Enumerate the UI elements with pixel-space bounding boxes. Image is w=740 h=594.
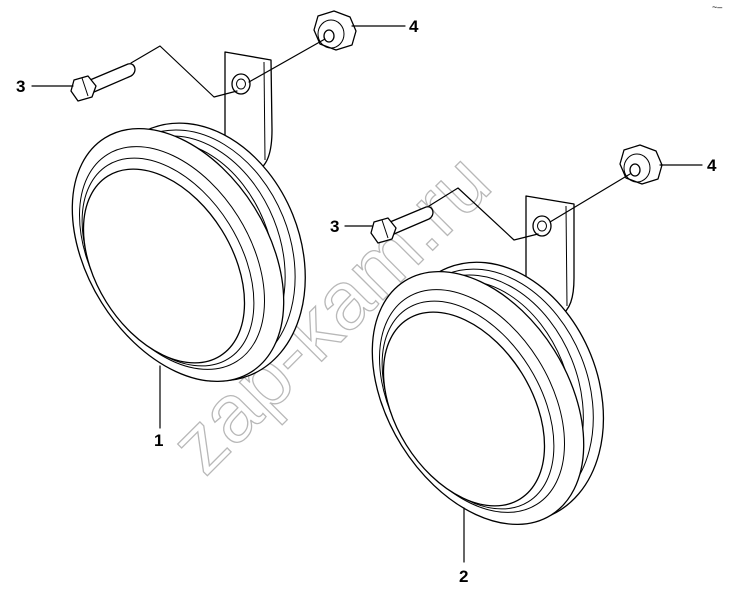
nut-2 bbox=[619, 144, 663, 185]
nut-1 bbox=[313, 10, 357, 51]
leader-bolt-2-to-bracket bbox=[428, 187, 539, 241]
corner-mark: ~– bbox=[712, 2, 722, 12]
bolt-1 bbox=[70, 63, 136, 102]
horn-1-face bbox=[71, 127, 285, 383]
callout-3-upper: 3 bbox=[16, 77, 25, 96]
leader-nut-1-to-bracket bbox=[248, 38, 326, 83]
horn-1 bbox=[71, 51, 306, 383]
leader-nut-2-to-bracket bbox=[549, 173, 631, 223]
bolt-2 bbox=[370, 206, 434, 244]
callout-4-upper: 4 bbox=[409, 17, 419, 36]
callout-4-lower: 4 bbox=[707, 156, 717, 175]
callout-1: 1 bbox=[154, 431, 163, 450]
horn-2-face bbox=[371, 270, 585, 526]
callout-3-lower: 3 bbox=[330, 217, 339, 236]
leader-bolt-1-to-bracket bbox=[130, 45, 238, 98]
callout-2: 2 bbox=[459, 567, 468, 586]
horn-2 bbox=[371, 195, 605, 526]
